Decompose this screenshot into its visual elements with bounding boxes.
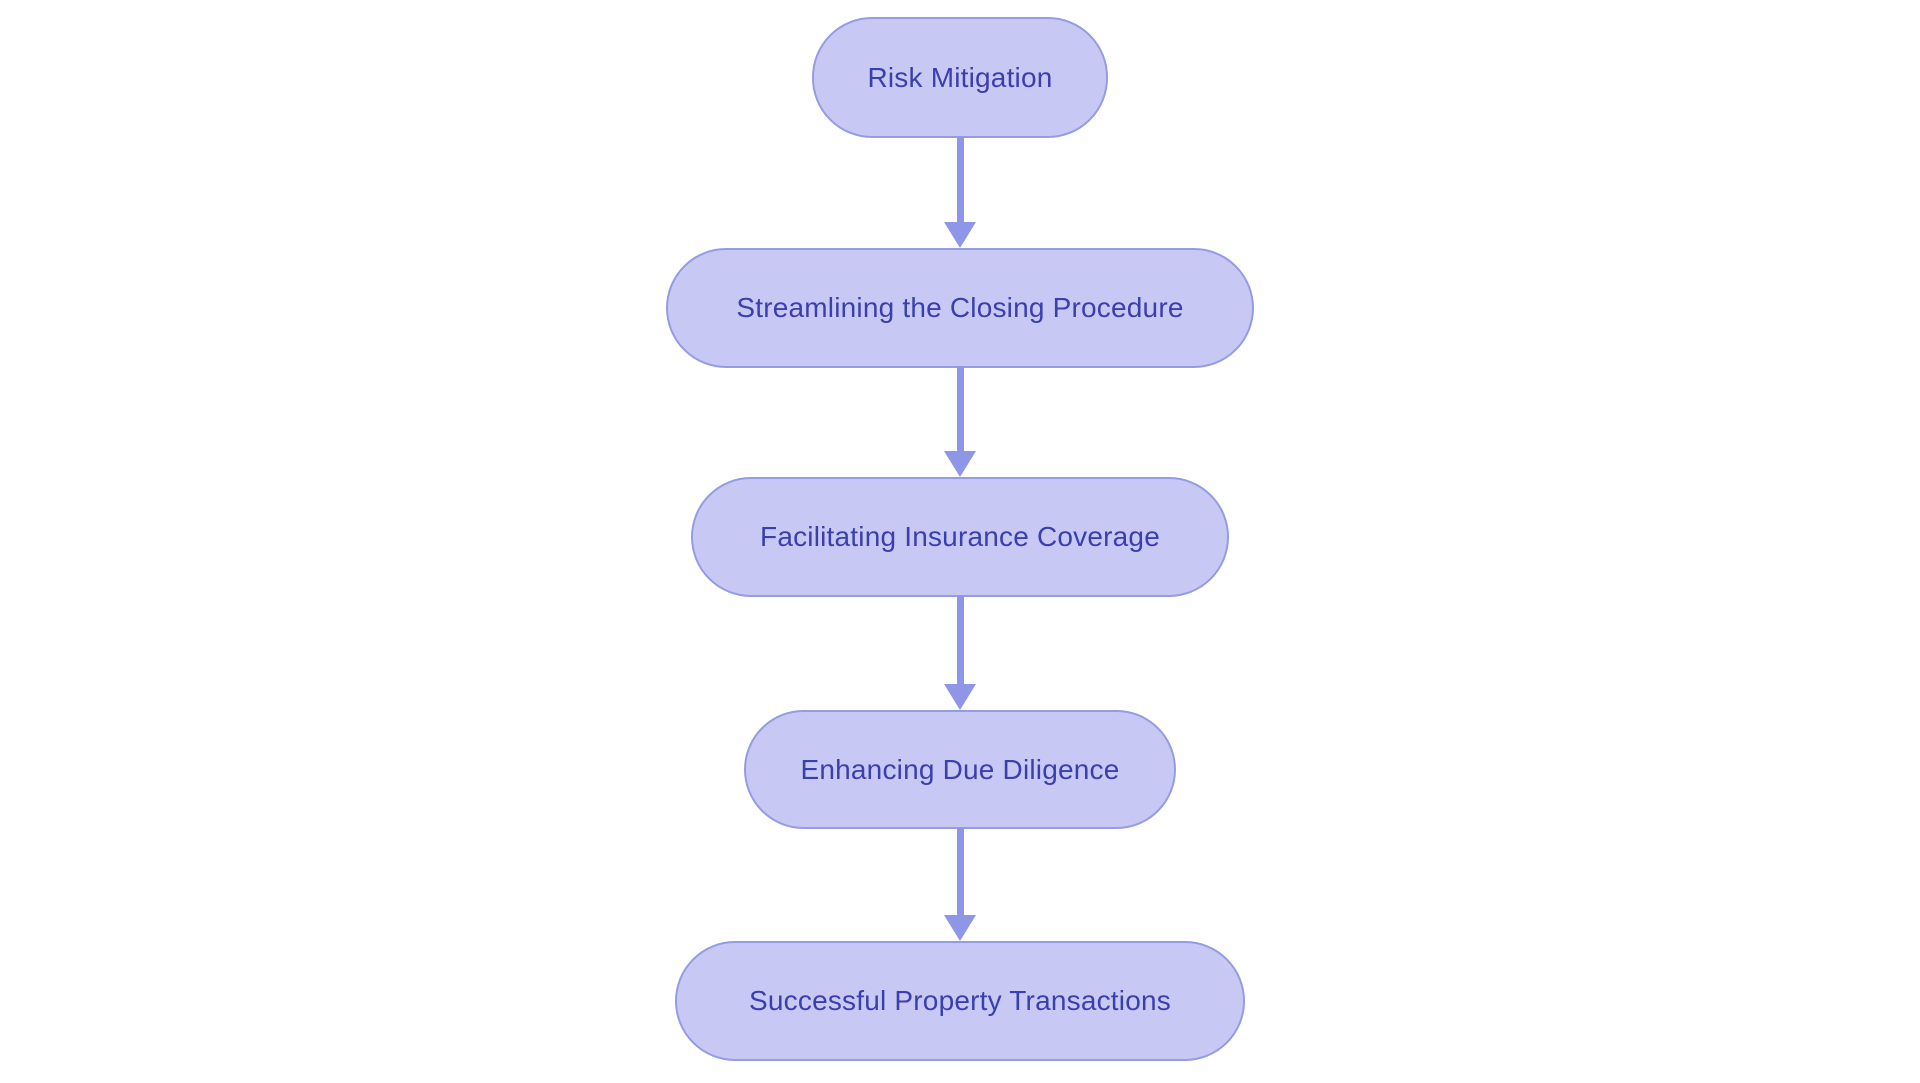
- arrow-stem: [956, 137, 964, 222]
- flow-node-facilitating-insurance-coverage: Facilitating Insurance Coverage: [691, 477, 1229, 597]
- flow-arrow-down-2: [944, 367, 976, 477]
- arrow-head-down-icon: [944, 222, 976, 248]
- flow-node-label: Risk Mitigation: [867, 61, 1053, 93]
- flow-arrow-down-3: [944, 596, 976, 710]
- arrow-stem: [956, 367, 964, 451]
- flow-node-label: Successful Property Transactions: [749, 985, 1171, 1016]
- flow-node-streamlining-closing-procedure: Streamlining the Closing Procedure: [666, 248, 1254, 368]
- arrow-head-down-icon: [944, 915, 976, 941]
- flow-node-label: Facilitating Insurance Coverage: [760, 521, 1160, 552]
- flow-node-risk-mitigation: Risk Mitigation: [812, 17, 1108, 138]
- arrow-stem: [956, 596, 964, 684]
- flow-node-label: Enhancing Due Diligence: [800, 753, 1120, 785]
- flow-arrow-down-4: [944, 828, 976, 941]
- arrow-head-down-icon: [944, 451, 976, 477]
- flow-node-successful-property-transactions: Successful Property Transactions: [675, 941, 1245, 1061]
- flow-node-label: Streamlining the Closing Procedure: [736, 292, 1184, 323]
- flow-arrow-down-1: [944, 137, 976, 248]
- flow-node-enhancing-due-diligence: Enhancing Due Diligence: [744, 710, 1176, 829]
- arrow-stem: [956, 828, 964, 915]
- arrow-head-down-icon: [944, 684, 976, 710]
